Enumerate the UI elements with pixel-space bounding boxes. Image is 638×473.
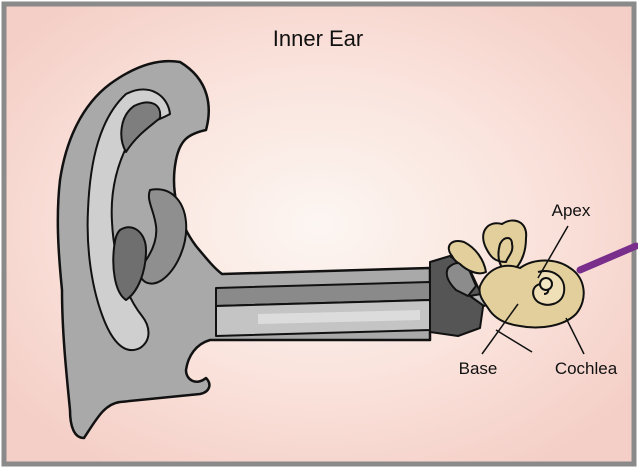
concha [120, 101, 162, 153]
leader-lines [481, 225, 585, 355]
outer-ear [56, 59, 432, 440]
auditory-nerve [576, 242, 638, 274]
tragus-shadow [112, 226, 147, 301]
label-apex: Apex [552, 201, 591, 220]
cochlea-leader [565, 317, 585, 355]
diagram-title: Inner Ear [273, 26, 364, 51]
base-leader [481, 303, 519, 355]
ear-canal-highlight [258, 310, 420, 324]
semicircular-canals [482, 219, 528, 275]
apex-marker [539, 277, 553, 291]
cochlea-body [478, 259, 585, 329]
antihelix [138, 188, 188, 285]
canal-leader [495, 329, 533, 353]
pinna-shape [56, 59, 432, 440]
label-cochlea: Cochlea [555, 359, 618, 378]
canal-loop [447, 240, 487, 275]
label-base: Base [459, 359, 498, 378]
inner-ear [447, 219, 638, 329]
apex-leader [537, 225, 569, 279]
